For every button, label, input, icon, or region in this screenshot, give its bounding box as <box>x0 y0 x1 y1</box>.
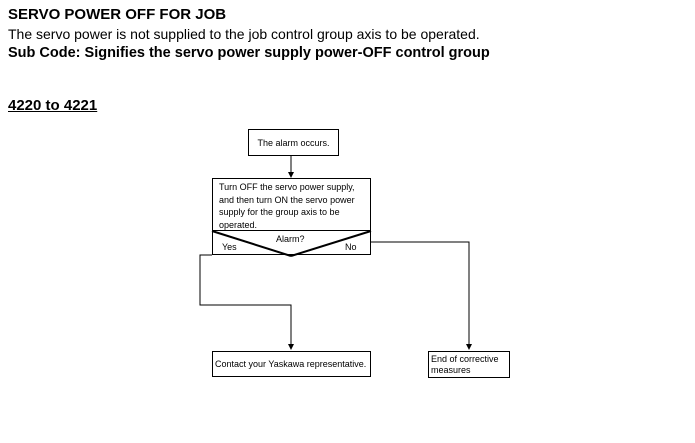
alarm-title: SERVO POWER OFF FOR JOB <box>8 6 227 23</box>
yes-label: Yes <box>222 242 237 252</box>
flow-contact-box: Contact your Yaskawa representative. <box>212 351 371 377</box>
flow-start-box: The alarm occurs. <box>248 129 339 156</box>
connector-no <box>371 241 472 350</box>
flow-action-box: Turn OFF the servo power supply, and the… <box>212 178 371 230</box>
decision-left-slope <box>211 230 292 257</box>
alarm-description: The servo power is not supplied to the j… <box>8 26 480 42</box>
flow-end-box: End of corrective measures <box>428 351 510 378</box>
connector-yes <box>199 254 294 350</box>
decision-label: Alarm? <box>276 234 305 244</box>
no-label: No <box>345 242 357 252</box>
sub-code-description: Sub Code: Signifies the servo power supp… <box>8 45 490 61</box>
decision-box <box>212 230 371 255</box>
decision-right-slope <box>290 230 372 257</box>
alarm-code-range: 4220 to 4221 <box>8 97 98 114</box>
